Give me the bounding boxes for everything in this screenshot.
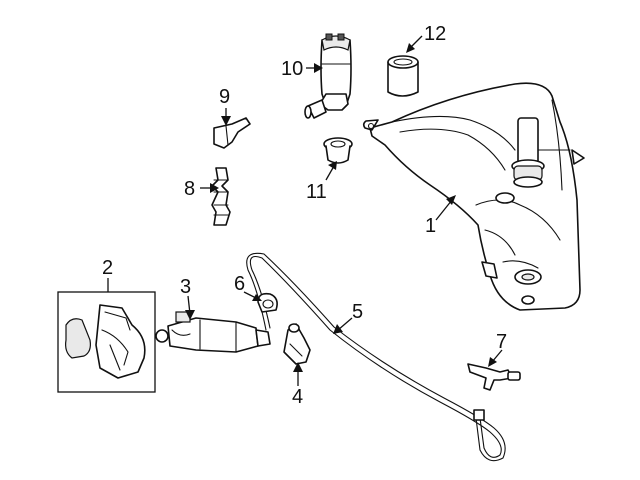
- callout-1: 1: [425, 215, 436, 237]
- callout-9: 9: [219, 86, 230, 108]
- tee-connector: [467, 363, 521, 391]
- check-valve: [213, 117, 251, 149]
- callout-12: 12: [424, 23, 446, 45]
- pump-grommet: [323, 137, 353, 164]
- callout-6: 6: [234, 273, 245, 295]
- callout-4: 4: [292, 386, 303, 408]
- small-hose: [211, 167, 231, 226]
- washer-hose: [246, 252, 506, 462]
- washer-nozzle-assembly: [155, 311, 271, 353]
- hose-clip: [257, 292, 278, 313]
- washer-cover-inset: [57, 291, 156, 393]
- elbow-connector: [283, 323, 311, 365]
- callout-3: 3: [180, 276, 191, 298]
- callout-11: 11: [306, 181, 327, 203]
- leader-lines: [107, 35, 503, 386]
- callout-8: 8: [184, 178, 195, 200]
- seal-ring: [387, 55, 419, 97]
- callout-10: 10: [281, 58, 303, 80]
- callout-2: 2: [102, 257, 113, 279]
- washer-pump: [304, 33, 352, 119]
- callout-labels: 1 2 3 4 5 6 7 8 9 10 11 12: [102, 23, 507, 408]
- reservoir-tank: [362, 82, 585, 311]
- callout-5: 5: [352, 301, 363, 323]
- callout-7: 7: [496, 331, 507, 353]
